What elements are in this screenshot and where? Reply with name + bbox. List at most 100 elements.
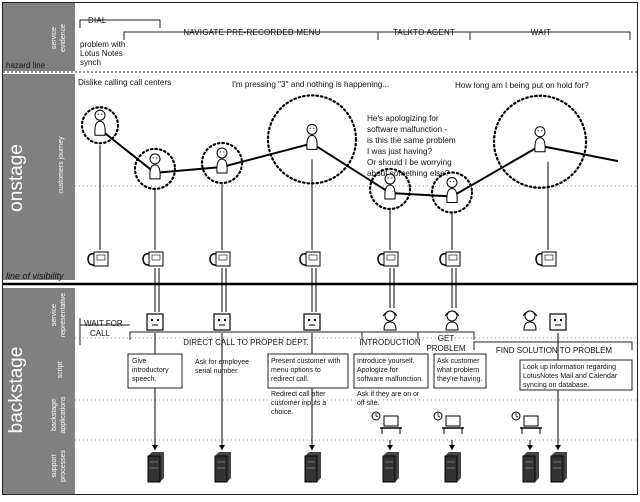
agent-head bbox=[446, 310, 458, 322]
customer-head bbox=[149, 153, 161, 165]
customer-eye bbox=[541, 130, 543, 132]
robot-head bbox=[303, 313, 321, 331]
robot-eye bbox=[560, 319, 562, 321]
clock-icon bbox=[433, 411, 443, 421]
agent-body bbox=[383, 321, 397, 331]
customer-journey bbox=[80, 94, 619, 214]
script-direct-call: DIRECT CALL TO PROPER DEPT. bbox=[183, 338, 309, 347]
customer-eye bbox=[313, 127, 315, 129]
phase-navigate: NAVIGATE PRE-RECORDED MENU bbox=[183, 28, 320, 37]
clock-hands bbox=[515, 413, 519, 418]
thought-pressing-3: I'm pressing "3" and nothing is happenin… bbox=[232, 80, 389, 89]
phone-display bbox=[308, 254, 318, 261]
phone-display bbox=[218, 254, 228, 261]
customer-eye bbox=[97, 113, 99, 115]
customer-body bbox=[384, 184, 396, 200]
customer-eye bbox=[453, 180, 455, 183]
evidence-note-3: synch bbox=[80, 58, 101, 67]
server-icon bbox=[444, 452, 461, 483]
phone-icon bbox=[535, 251, 557, 267]
agent-figure bbox=[522, 310, 538, 331]
phone-icon bbox=[299, 251, 321, 267]
customer-body bbox=[216, 158, 228, 174]
arrow-head bbox=[309, 445, 315, 450]
customer-body bbox=[94, 120, 106, 136]
robot-head bbox=[549, 313, 567, 331]
phone-handset bbox=[299, 253, 307, 266]
customer-head bbox=[216, 147, 228, 159]
thought-apologizing-3: is this the same problem bbox=[367, 136, 456, 145]
journey-line bbox=[99, 128, 619, 198]
box-lookup bbox=[519, 359, 633, 391]
arrow-head bbox=[527, 445, 533, 450]
hazard-line-label: hazard line bbox=[6, 61, 46, 70]
customer-eye bbox=[391, 177, 393, 179]
onstage-label: onstage bbox=[6, 144, 27, 212]
agent-head bbox=[524, 310, 536, 322]
customer-figure bbox=[94, 109, 106, 136]
outer-border bbox=[2, 2, 638, 495]
customer-head bbox=[446, 177, 458, 188]
phone-display bbox=[151, 254, 161, 261]
server-icon bbox=[382, 452, 399, 483]
emotion-bubble bbox=[492, 94, 588, 189]
server-body bbox=[214, 455, 228, 483]
arrow-head bbox=[555, 445, 561, 450]
phone-handset bbox=[87, 253, 95, 266]
script-headers: WAIT FOR CALL DIRECT CALL TO PROPER DEPT… bbox=[79, 318, 633, 355]
phase-wait: WAIT bbox=[531, 28, 552, 37]
robot-head bbox=[146, 313, 164, 331]
phone-display bbox=[448, 254, 458, 261]
robot-eye bbox=[308, 319, 310, 321]
clock-icon bbox=[511, 411, 521, 421]
script-get-problem-2: PROBLEM bbox=[426, 344, 465, 353]
backstage-elements bbox=[146, 268, 567, 483]
customer-figure bbox=[534, 126, 546, 153]
script-boxes: Give introductory speech. Ask for employ… bbox=[127, 353, 633, 416]
monitor bbox=[445, 415, 461, 427]
box-introduce bbox=[353, 353, 429, 389]
customer-eye bbox=[449, 180, 451, 183]
script-get-problem-1: GET bbox=[438, 334, 455, 343]
server-body bbox=[147, 455, 161, 483]
arrow-head bbox=[387, 445, 393, 450]
customer-figure bbox=[216, 147, 228, 174]
box-ask-serial-1: Ask for employee bbox=[195, 359, 249, 366]
box-lookup-1: Look up information regarding bbox=[523, 364, 616, 371]
box-present-menu bbox=[267, 353, 349, 389]
server-icon bbox=[147, 452, 164, 483]
script-introduction: INTRODUCTION bbox=[359, 338, 421, 347]
arrow-head bbox=[219, 445, 225, 450]
box-ask-onsite-2: off site. bbox=[357, 400, 379, 407]
box-lookup-3: syncing on database. bbox=[523, 382, 589, 389]
computer-icon bbox=[442, 415, 464, 434]
thought-apologizing-5: Or should I be worrying bbox=[367, 158, 452, 167]
robot-icon bbox=[303, 313, 321, 331]
clock-hands bbox=[375, 413, 379, 418]
server-body bbox=[382, 455, 396, 483]
agent-figure bbox=[382, 310, 398, 331]
clock-icon bbox=[371, 411, 381, 421]
box-ask-problem bbox=[433, 353, 487, 389]
customer-figure bbox=[149, 153, 161, 180]
onstage-panel bbox=[3, 74, 75, 280]
server-icon bbox=[522, 452, 539, 483]
box-ask-onsite-1: Ask if they are on or bbox=[357, 391, 420, 398]
computer-icon bbox=[380, 415, 402, 434]
customer-eye bbox=[223, 151, 225, 153]
phase-bracket-dial bbox=[79, 19, 161, 28]
phone-icon bbox=[142, 251, 164, 267]
box-introduce-3: software malfunction. bbox=[357, 376, 423, 383]
phase-dial: DIAL bbox=[88, 16, 107, 25]
customer-body bbox=[446, 187, 458, 203]
customer-eye bbox=[156, 157, 158, 159]
box-redirect-1: Redirect call after bbox=[271, 391, 326, 398]
lane-label-support-1: support bbox=[51, 454, 58, 477]
customer-eye bbox=[537, 130, 539, 132]
server-body bbox=[304, 455, 318, 483]
customer-body bbox=[306, 134, 318, 150]
robot-eye bbox=[314, 319, 316, 321]
thought-on-hold: How long am I being put on hold for? bbox=[455, 81, 589, 90]
customer-figure bbox=[306, 123, 318, 150]
customer-figure bbox=[446, 177, 458, 203]
